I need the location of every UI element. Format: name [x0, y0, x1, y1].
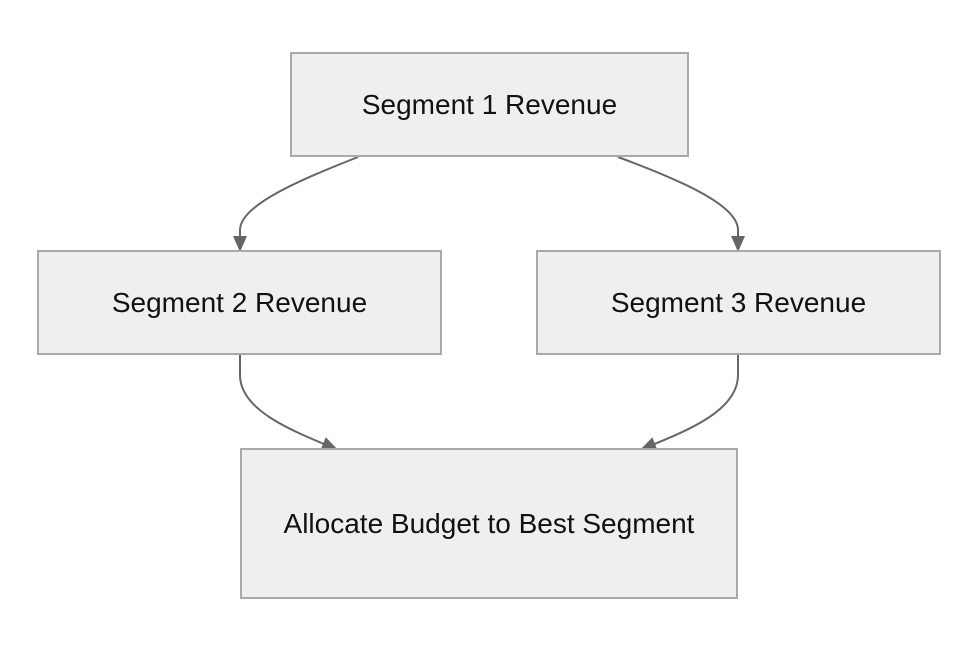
edge-segment1-to-segment2: [233, 156, 359, 252]
node-label: Segment 2 Revenue: [111, 286, 368, 318]
node-label: Allocate Budget to Best Segment: [283, 507, 695, 539]
node-segment-1-revenue: Segment 1 Revenue: [290, 52, 689, 157]
edge-segment1-to-segment3: [617, 156, 745, 252]
node-label: Segment 1 Revenue: [361, 88, 618, 120]
node-segment-2-revenue: Segment 2 Revenue: [37, 250, 442, 355]
node-label: Segment 3 Revenue: [610, 286, 867, 318]
node-segment-3-revenue: Segment 3 Revenue: [536, 250, 941, 355]
node-allocate-budget: Allocate Budget to Best Segment: [240, 448, 738, 599]
edge-segment3-to-allocate: [640, 355, 739, 451]
edge-segment2-to-allocate: [239, 355, 338, 451]
